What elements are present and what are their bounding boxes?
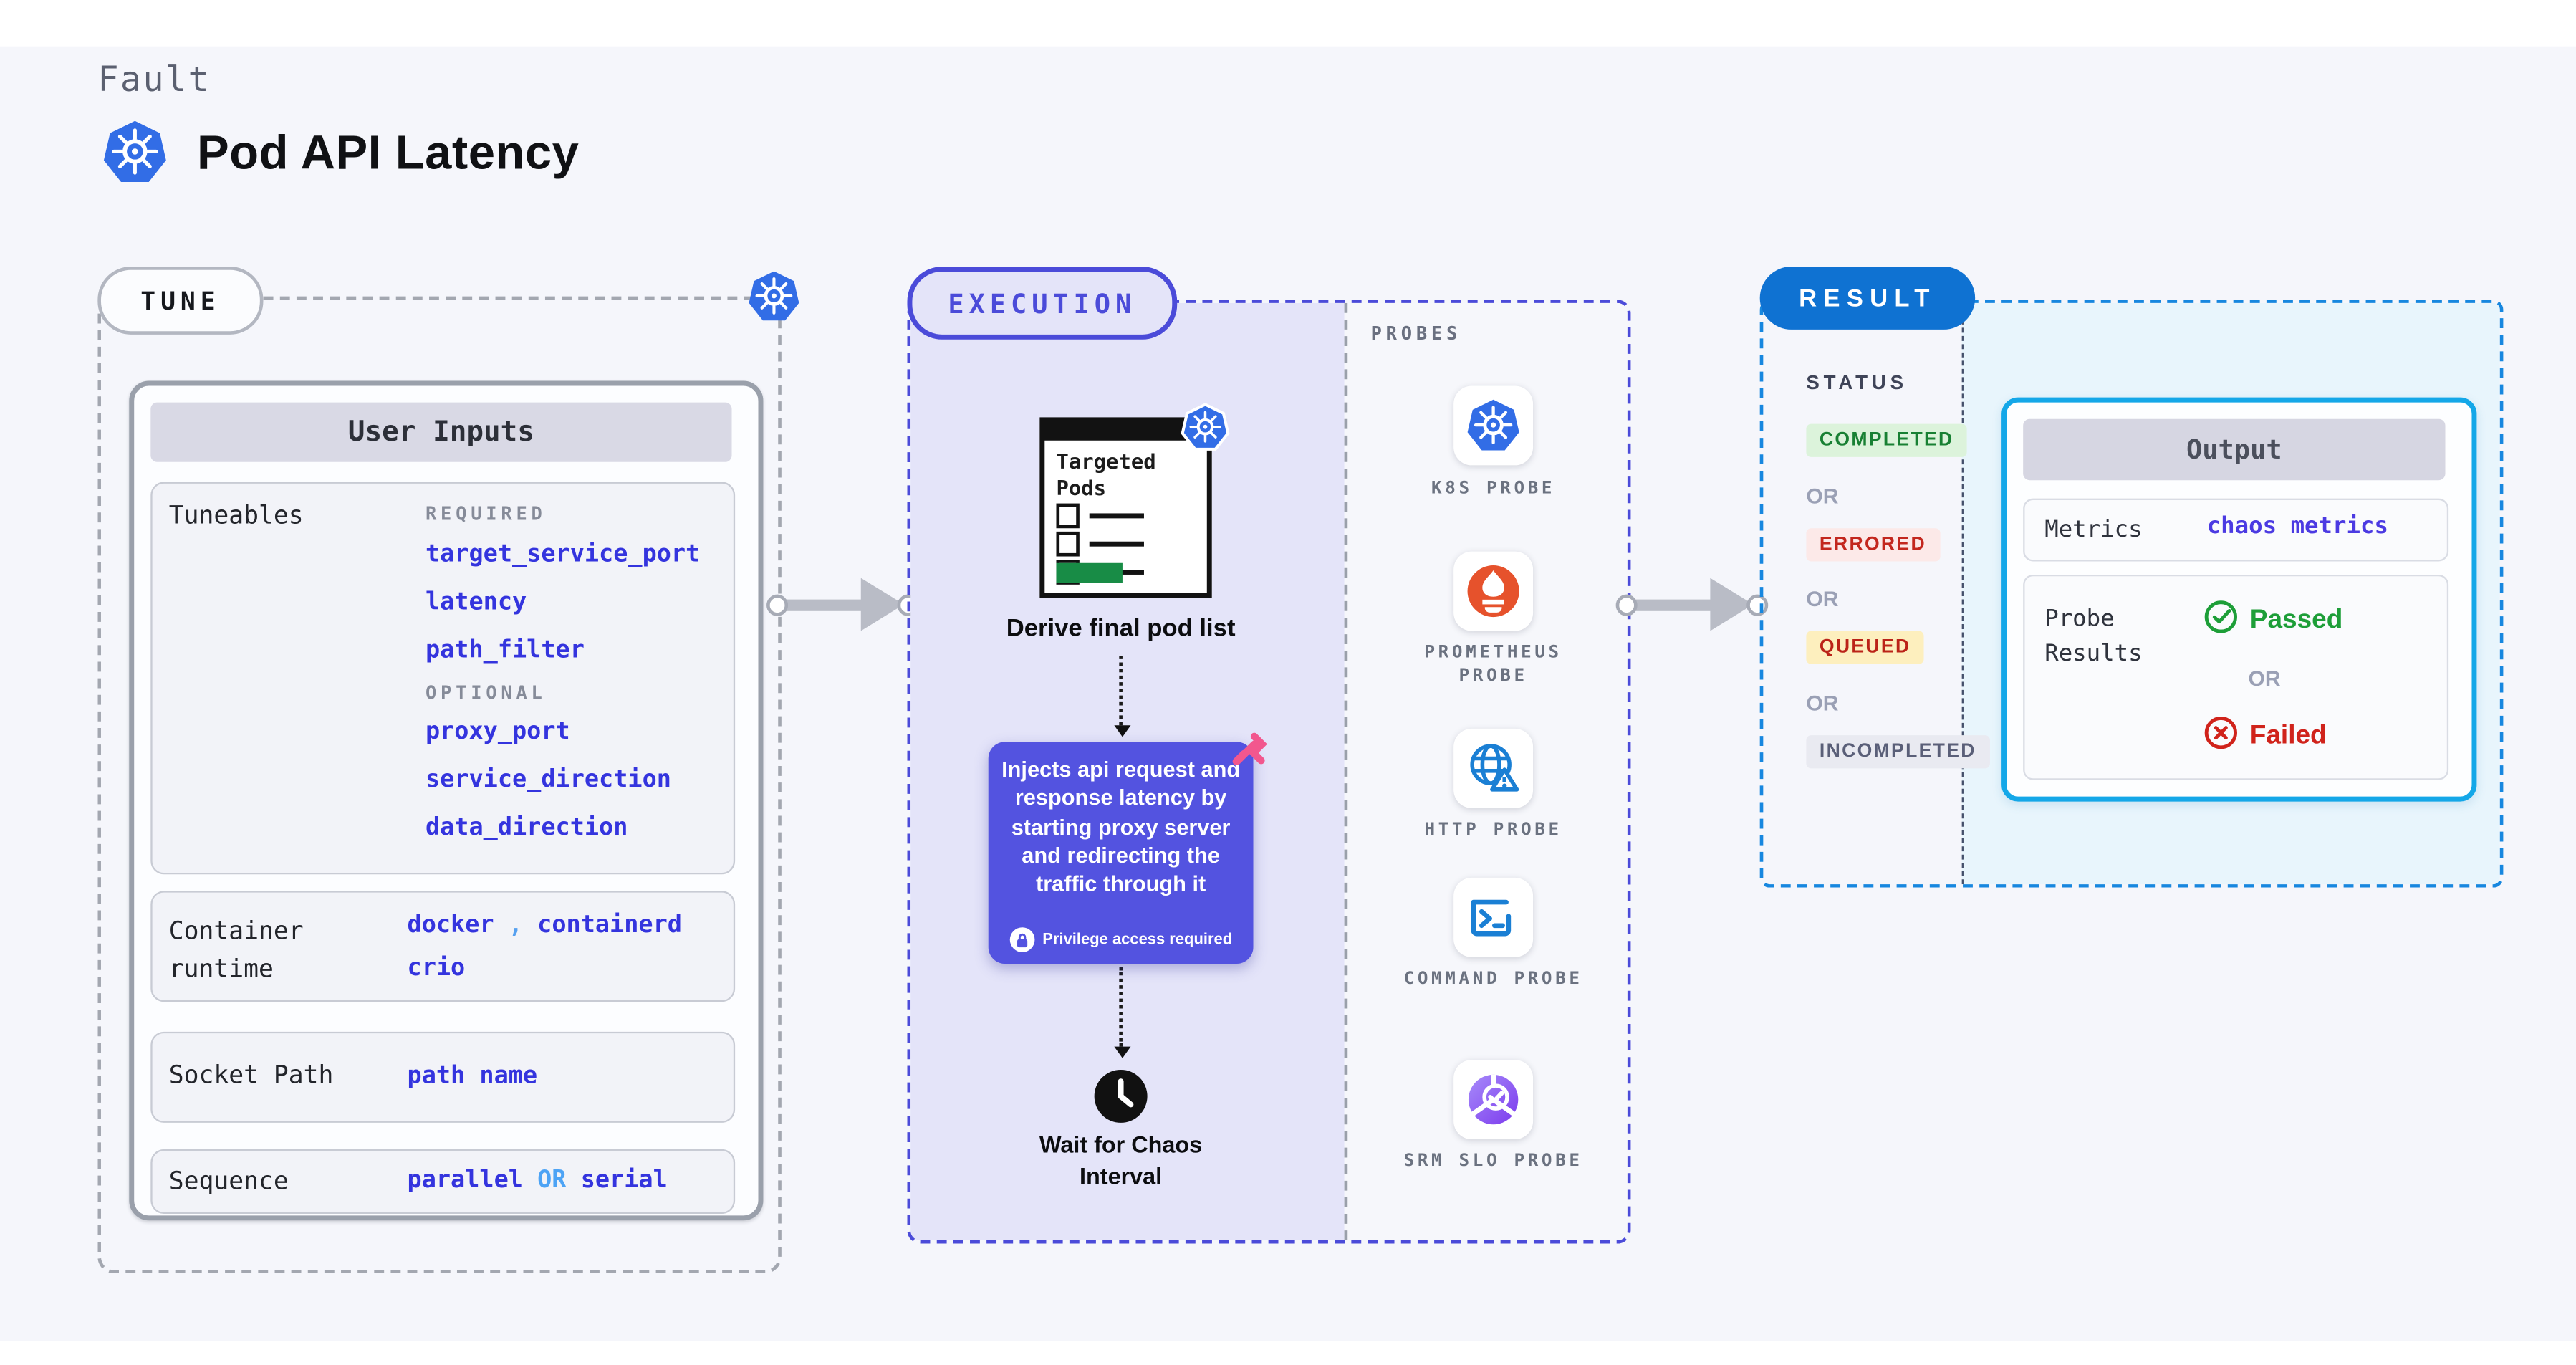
user-inputs-card: User Inputs Tuneables REQUIRED target_se…	[129, 380, 764, 1221]
or-label: OR	[1806, 483, 1839, 509]
or-label: OR	[1806, 690, 1839, 716]
fault-eyebrow: Fault	[97, 59, 211, 100]
container-runtime-values: docker , containerd	[408, 912, 682, 939]
privilege-row: Privilege access required	[989, 927, 1254, 952]
metrics-row: Metrics chaos metrics	[2023, 498, 2449, 562]
status-badge-completed: COMPLETED	[1806, 423, 1968, 457]
or-label: OR	[2248, 666, 2281, 691]
sequence-parallel: parallel	[407, 1167, 523, 1194]
privilege-label: Privilege access required	[1042, 930, 1233, 949]
metrics-label: Metrics	[2044, 517, 2143, 544]
container-runtime-label: Container runtime	[168, 916, 304, 983]
http-probe-icon	[1453, 728, 1534, 808]
socket-path-row: Socket Path path name	[150, 1031, 736, 1123]
sequence-value: parallel OR serial	[408, 1167, 668, 1194]
probe-label: PROMETHEUS PROBE	[1424, 642, 1562, 686]
dotted-connector	[1119, 967, 1123, 1047]
or-label: OR	[1806, 586, 1839, 611]
metrics-value: chaos metrics	[2206, 513, 2388, 540]
output-card: Output Metrics chaos metrics Probe Resul…	[2001, 397, 2477, 802]
progress-bar	[1056, 562, 1123, 583]
pod-list-item	[1056, 503, 1144, 529]
probe-label: HTTP PROBE	[1424, 819, 1562, 840]
kubernetes-icon	[101, 118, 169, 196]
inject-step-card: Injects api request and response latency…	[988, 732, 1267, 964]
probe-results-label: Probe Results	[2044, 605, 2143, 668]
execution-badge: EXECUTION	[907, 267, 1178, 340]
wait-interval-label: Wait for Chaos Interval	[1039, 1131, 1203, 1189]
dotted-connector	[1119, 656, 1123, 726]
required-label: REQUIRED	[425, 503, 547, 525]
container-runtime-row: Container runtime docker , containerd cr…	[150, 891, 736, 1002]
runtime-containerd: containerd	[537, 912, 682, 939]
probes-title: PROBES	[1370, 322, 1462, 345]
tuneable-field: data_direction	[425, 815, 628, 842]
comma: ,	[508, 912, 523, 939]
arrowhead-icon	[1113, 1046, 1130, 1058]
top-strip	[0, 0, 2576, 47]
tune-panel	[97, 296, 782, 1274]
arrowhead-icon	[1113, 725, 1130, 737]
sequence-row: Sequence parallel OR serial	[150, 1149, 736, 1215]
command-probe-icon	[1453, 877, 1534, 957]
prometheus-probe-icon	[1453, 551, 1534, 631]
targeted-pods-title: Targeted Pods	[1056, 449, 1156, 500]
check-circle-icon	[2203, 600, 2239, 641]
tuneable-field: latency	[425, 589, 527, 616]
tuneable-field: target_service_port	[425, 541, 701, 568]
status-badge-queued: QUEUED	[1806, 631, 1924, 664]
derive-pod-list-label: Derive final pod list	[1006, 614, 1236, 643]
optional-label: OPTIONAL	[425, 682, 547, 704]
k8s-probe-icon	[1453, 385, 1534, 466]
probe-label: K8S PROBE	[1431, 478, 1556, 499]
inject-description: Injects api request and response latency…	[1001, 757, 1241, 896]
tuneable-field: path_filter	[425, 637, 585, 664]
probe-label: SRM SLO PROBE	[1403, 1151, 1583, 1171]
targeted-pods-card: Targeted Pods	[1039, 403, 1230, 598]
srm-slo-probe-icon	[1453, 1060, 1534, 1140]
passed-indicator: Passed	[2203, 600, 2342, 641]
window-bar	[1042, 421, 1197, 441]
result-badge: RESULT	[1759, 267, 1976, 330]
passed-label: Passed	[2249, 605, 2343, 633]
chaos-icon	[1229, 729, 1270, 777]
or-label: OR	[537, 1167, 567, 1194]
sequence-label: Sequence	[168, 1166, 289, 1196]
socket-path-value: path name	[407, 1063, 538, 1090]
runtime-docker: docker	[407, 912, 494, 939]
status-badge-incompleted: INCOMPLETED	[1806, 735, 1990, 769]
failed-label: Failed	[2249, 721, 2327, 749]
status-badge-errored: ERRORED	[1806, 528, 1940, 562]
kubernetes-icon	[1181, 403, 1230, 461]
bottom-strip	[0, 1341, 2576, 1365]
kubernetes-icon	[746, 268, 801, 332]
failed-indicator: Failed	[2203, 715, 2327, 757]
flow-arrow	[765, 576, 919, 633]
user-inputs-header: User Inputs	[150, 402, 732, 462]
tuneables-row: Tuneables REQUIRED target_service_port l…	[150, 482, 736, 875]
socket-path-label: Socket Path	[168, 1060, 334, 1090]
page-title: Pod API Latency	[197, 127, 580, 181]
runtime-crio: crio	[407, 955, 466, 982]
output-header: Output	[2023, 418, 2446, 481]
sequence-serial: serial	[580, 1167, 668, 1194]
tuneable-field: proxy_port	[425, 719, 570, 745]
tune-badge: TUNE	[97, 267, 264, 335]
lock-icon	[1009, 927, 1034, 952]
status-title: STATUS	[1806, 370, 1908, 395]
flow-arrow	[1614, 576, 1769, 633]
clock-icon	[1092, 1068, 1149, 1131]
x-circle-icon	[2203, 715, 2239, 757]
probe-results-row: Probe Results Passed OR Failed	[2023, 574, 2449, 780]
pod-list-item	[1056, 531, 1144, 557]
probe-label: COMMAND PROBE	[1403, 968, 1583, 989]
tuneable-field: service_direction	[425, 767, 671, 794]
tuneables-label: Tuneables	[168, 499, 304, 530]
